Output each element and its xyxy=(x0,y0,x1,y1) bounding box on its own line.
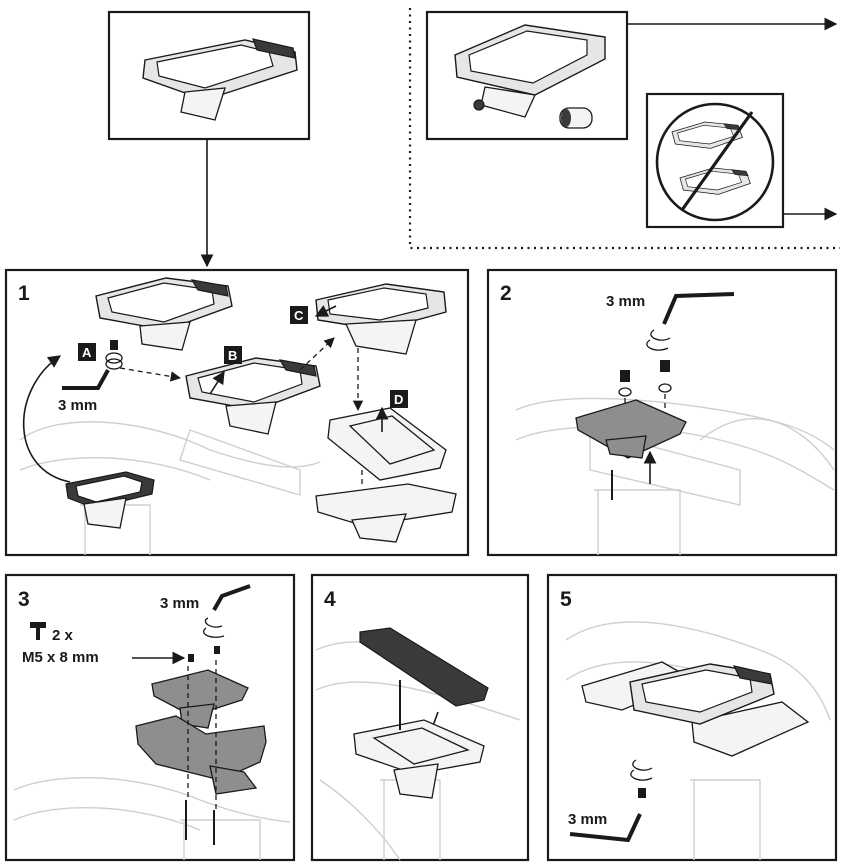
incompatible-device-panel xyxy=(645,92,785,229)
step-3-panel: 3 2 x M5 x 8 mm 3 mm xyxy=(4,573,296,862)
display-device-icon xyxy=(359,627,489,707)
display-device-icon xyxy=(95,277,233,351)
display-device-icon xyxy=(315,283,447,355)
hex-key-icon xyxy=(212,584,251,611)
step-2-panel: 2 3 mm xyxy=(486,268,838,557)
tool-size-label: 3 mm xyxy=(58,397,97,414)
step-number: 3 xyxy=(18,588,30,611)
mount-bracket xyxy=(327,407,447,481)
rotate-icon xyxy=(203,617,225,638)
hex-key-icon xyxy=(62,369,110,390)
screw-spec-label: M5 x 8 mm xyxy=(22,649,99,666)
display-device-icon xyxy=(142,38,298,121)
screw-icon xyxy=(618,360,672,397)
step-number: 4 xyxy=(324,588,336,611)
hex-key-icon xyxy=(569,813,642,843)
svg-text:C: C xyxy=(294,308,304,323)
bike-handlebar-outline xyxy=(19,421,321,555)
mount-bracket xyxy=(575,399,687,459)
dashed-guide xyxy=(187,660,217,810)
bike-handlebar-outline xyxy=(13,776,291,860)
dashed-arrow xyxy=(119,367,182,382)
svg-text:A: A xyxy=(82,345,92,360)
move-arrow-curved xyxy=(22,355,71,483)
battery-icon xyxy=(559,107,593,129)
prohibited-icon xyxy=(655,102,775,222)
alternative-path-divider xyxy=(408,8,840,250)
tool-size-label: 3 mm xyxy=(160,595,199,612)
svg-text:D: D xyxy=(394,392,403,407)
screw-count-label: 2 x xyxy=(52,627,74,644)
dashed-arrow xyxy=(299,337,335,371)
step-5-panel: 5 3 mm xyxy=(546,573,838,862)
slide-arrow xyxy=(314,305,337,317)
screw-icon xyxy=(105,340,123,370)
lift-arrow xyxy=(209,370,225,395)
display-device-icon xyxy=(454,24,606,118)
extension-plate xyxy=(135,715,267,795)
screw-icon xyxy=(30,622,46,640)
svg-text:B: B xyxy=(228,348,237,363)
mount-bracket xyxy=(353,719,485,799)
rotate-icon xyxy=(630,759,653,781)
display-device-icon xyxy=(65,471,155,529)
step-number: 1 xyxy=(18,282,30,305)
callout-a: A xyxy=(78,343,96,361)
alternative-device-panel xyxy=(425,10,629,141)
callout-d: D xyxy=(390,390,408,408)
initial-device-panel xyxy=(107,10,311,141)
step-4-panel: 4 xyxy=(310,573,530,862)
bike-handlebar-outline xyxy=(515,397,835,555)
step-number: 5 xyxy=(560,588,572,611)
tool-size-label: 3 mm xyxy=(606,293,645,310)
callout-c: C xyxy=(290,306,308,324)
tool-size-label: 3 mm xyxy=(568,811,607,828)
callout-b: B xyxy=(224,346,242,364)
hex-key-icon xyxy=(662,292,735,325)
mount-base xyxy=(315,483,457,543)
step-number: 2 xyxy=(500,282,512,305)
rotate-icon xyxy=(646,329,671,351)
step-1-panel: 1 3 mm xyxy=(4,268,470,557)
display-device-icon xyxy=(629,663,775,725)
